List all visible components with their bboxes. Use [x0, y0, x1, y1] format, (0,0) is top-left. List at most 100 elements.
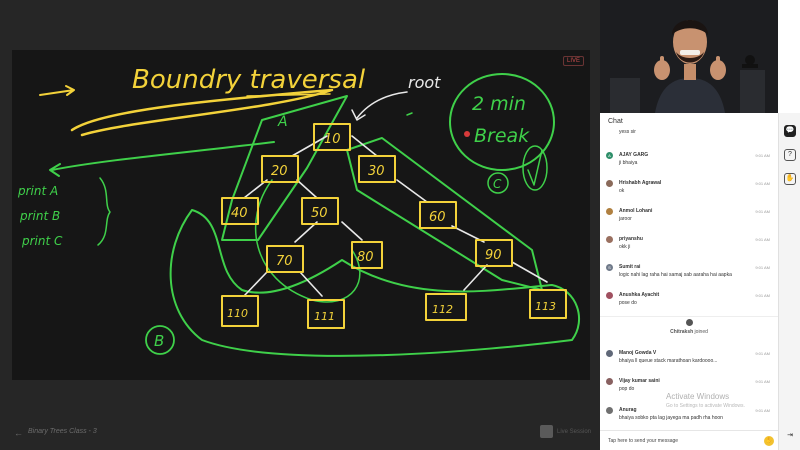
node-box-10 — [313, 123, 351, 151]
break-line-1: 2 min — [472, 93, 526, 115]
break-line-2: Break — [474, 125, 530, 147]
node-60: 60 — [429, 210, 446, 225]
chat-input[interactable]: Tap here to send your message ✋ — [600, 430, 778, 450]
emoji-icon[interactable]: ✋ — [764, 436, 774, 446]
message-time: 9:01 AM — [755, 351, 770, 356]
root-label: root — [408, 73, 441, 92]
check-circle — [522, 145, 548, 191]
boundary-b — [169, 209, 581, 357]
back-arrow-icon[interactable]: ← — [14, 428, 23, 438]
label-b: B — [154, 332, 164, 350]
node-box-60 — [419, 201, 457, 229]
lecture-stage: 10 20 30 40 50 60 70 80 90 110 111 112 1… — [0, 50, 600, 450]
message-text: ok — [619, 188, 625, 194]
bottom-bar: ← Binary Trees Class - 3 Live Session — [0, 420, 600, 450]
raise-hand-icon[interactable]: ✋ — [784, 173, 796, 185]
node-113: 113 — [535, 300, 556, 313]
boundary-a — [221, 95, 348, 241]
check-mark — [527, 149, 543, 186]
avatar — [606, 407, 613, 414]
join-action: joined — [694, 329, 708, 335]
avatar — [606, 350, 613, 357]
sender-name: Vijay kumar saini — [619, 378, 660, 384]
avatar — [606, 180, 613, 187]
help-icon[interactable]: ? — [784, 149, 796, 161]
title-arrow — [39, 85, 75, 96]
chat-messages: yess sir A AJAY GARG 9:01 AM ji bhaiya H… — [600, 126, 778, 426]
message-time: 9:01 AM — [755, 237, 770, 242]
edge-90-113 — [511, 261, 548, 283]
node-box-113 — [529, 289, 567, 319]
left-note-arrow — [49, 141, 275, 177]
chat-header: Chat — [608, 118, 623, 125]
label-a: A — [277, 114, 288, 130]
message-text: jaroor — [619, 216, 632, 222]
live-badge: LIVE — [562, 56, 584, 66]
node-110: 110 — [227, 307, 248, 320]
message-text: okk ji — [619, 244, 631, 250]
class-title: Binary Trees Class - 3 — [28, 428, 97, 435]
activate-windows-title: Activate Windows — [666, 392, 730, 401]
break-dot — [464, 131, 470, 137]
message-time: 9:01 AM — [755, 408, 770, 413]
message-time: 9:01 AM — [755, 181, 770, 186]
node-box-110 — [221, 295, 259, 327]
note-print-b: print B — [19, 209, 60, 223]
presenter-figure — [600, 0, 778, 113]
joined-user: Chitraksh — [670, 329, 694, 335]
node-30: 30 — [368, 164, 385, 179]
sender-name: Hrishabh Agrawal — [619, 180, 662, 186]
node-111: 111 — [314, 310, 335, 323]
avatar: A — [606, 152, 613, 159]
node-box-50 — [301, 197, 339, 225]
avatar — [686, 319, 693, 326]
edge-10-30 — [351, 135, 378, 157]
title-underline — [246, 93, 331, 97]
message-text: pop do — [619, 386, 635, 392]
exit-icon[interactable]: ⇥ — [787, 432, 793, 439]
chat-icon[interactable]: 💬 — [784, 125, 796, 137]
live-session-label: Live Session — [557, 429, 592, 435]
message-time: 9:01 AM — [755, 293, 770, 298]
edge-50-80 — [341, 221, 363, 241]
message-text: logic nahi lag raha hai samaj sab aaraha… — [619, 272, 732, 278]
node-90: 90 — [485, 248, 502, 263]
note-brace — [97, 177, 111, 246]
sender-name: Anushka Ayachit — [619, 292, 660, 298]
presenter-thumb-icon[interactable] — [540, 425, 553, 438]
sender-name: Anmol Lohani — [619, 208, 653, 214]
sender-name: Anurag — [619, 407, 637, 413]
break-circle — [449, 73, 555, 171]
edge-70-111 — [299, 271, 323, 297]
message-text: bhaiya ll queue stack marathoan kardoooo… — [619, 358, 718, 364]
node-box-70 — [266, 245, 304, 273]
title-swoosh — [70, 88, 334, 137]
board-title: Boundry traversal — [132, 65, 366, 95]
node-70: 70 — [276, 254, 293, 269]
edge-10-20 — [291, 135, 328, 157]
boundary-b2 — [254, 179, 361, 303]
edge-70-110 — [243, 271, 268, 297]
message-time: 9:01 AM — [755, 265, 770, 270]
node-box-20 — [261, 155, 299, 183]
avatar — [606, 208, 613, 215]
node-112: 112 — [432, 303, 453, 316]
node-box-40 — [221, 197, 259, 225]
node-50: 50 — [311, 206, 328, 221]
message-text: ji bhaiya — [619, 160, 638, 166]
message-text: pose do — [619, 300, 637, 306]
chat-input-placeholder: Tap here to send your message — [608, 438, 679, 444]
note-print-a: print A — [17, 184, 58, 198]
sender-name: AJAY GARG — [619, 152, 649, 158]
sender-name: priyanshu — [619, 236, 643, 242]
node-box-90 — [475, 239, 513, 267]
label-b-circle — [145, 325, 175, 355]
node-20: 20 — [271, 164, 288, 179]
edge-20-50 — [296, 179, 318, 199]
sender-name: Manoj Gowda V — [619, 350, 657, 356]
message-time: 9:01 AM — [755, 209, 770, 214]
message-time: 9:01 AM — [755, 379, 770, 384]
message-text: bhaiya sobko pta lag jayega ma padh rha … — [619, 415, 723, 421]
sender-name: Sumit rai — [619, 264, 641, 270]
